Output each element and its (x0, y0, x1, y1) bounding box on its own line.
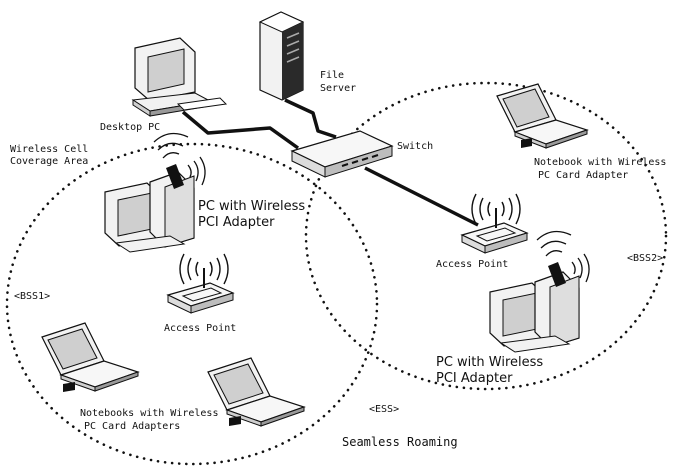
switch-icon (290, 130, 394, 178)
pc-wireless-2-icon (489, 230, 590, 353)
file-server-icon (258, 11, 305, 101)
access-point-2-label: Access Point (436, 259, 508, 270)
bss2-label: <BSS2> (627, 253, 663, 264)
cable-server-switch (284, 98, 337, 139)
notebook-left-1-icon (41, 322, 140, 392)
desktop-pc-icon (131, 37, 228, 117)
notebooks-left-label-line2: PC Card Adapters (84, 421, 180, 432)
cable-desktop-switch (181, 110, 300, 150)
access-point-1-icon (166, 253, 235, 314)
ess-label: <ESS> (369, 404, 399, 415)
seamless-roaming-caption: Seamless Roaming (342, 435, 458, 449)
notebook-right-label-line1: Notebook with Wireless (534, 157, 666, 168)
pc-wireless-1-label-line2: PCI Adapter (198, 215, 275, 230)
desktop-pc-label: Desktop PC (100, 122, 160, 133)
switch-label: Switch (397, 141, 433, 152)
network-cables (181, 98, 479, 227)
bss2-coverage-cell (304, 81, 668, 391)
pc-wireless-1-icon (104, 132, 206, 253)
notebooks-left-label-line1: Notebooks with Wireless (80, 408, 218, 419)
file-server-label-line2: Server (320, 83, 356, 94)
bss1-coverage-cell (5, 142, 379, 466)
coverage-area-label-line2: Coverage Area (10, 156, 88, 167)
cable-switch-accesspoint (364, 166, 479, 227)
pc-wireless-2-label-line2: PCI Adapter (436, 371, 513, 386)
pc-wireless-1-label-line1: PC with Wireless (198, 199, 305, 214)
access-point-2-icon (460, 193, 529, 254)
coverage-area-label-line1: Wireless Cell (10, 144, 88, 155)
notebook-right-icon (496, 83, 589, 149)
file-server-label-line1: File (320, 70, 344, 81)
pc-wireless-2-label-line1: PC with Wireless (436, 355, 543, 370)
notebook-right-label-line2: PC Card Adapter (538, 170, 628, 181)
bss1-label: <BSS1> (14, 291, 50, 302)
notebook-left-2-icon (207, 357, 306, 427)
access-point-1-label: Access Point (164, 323, 236, 334)
